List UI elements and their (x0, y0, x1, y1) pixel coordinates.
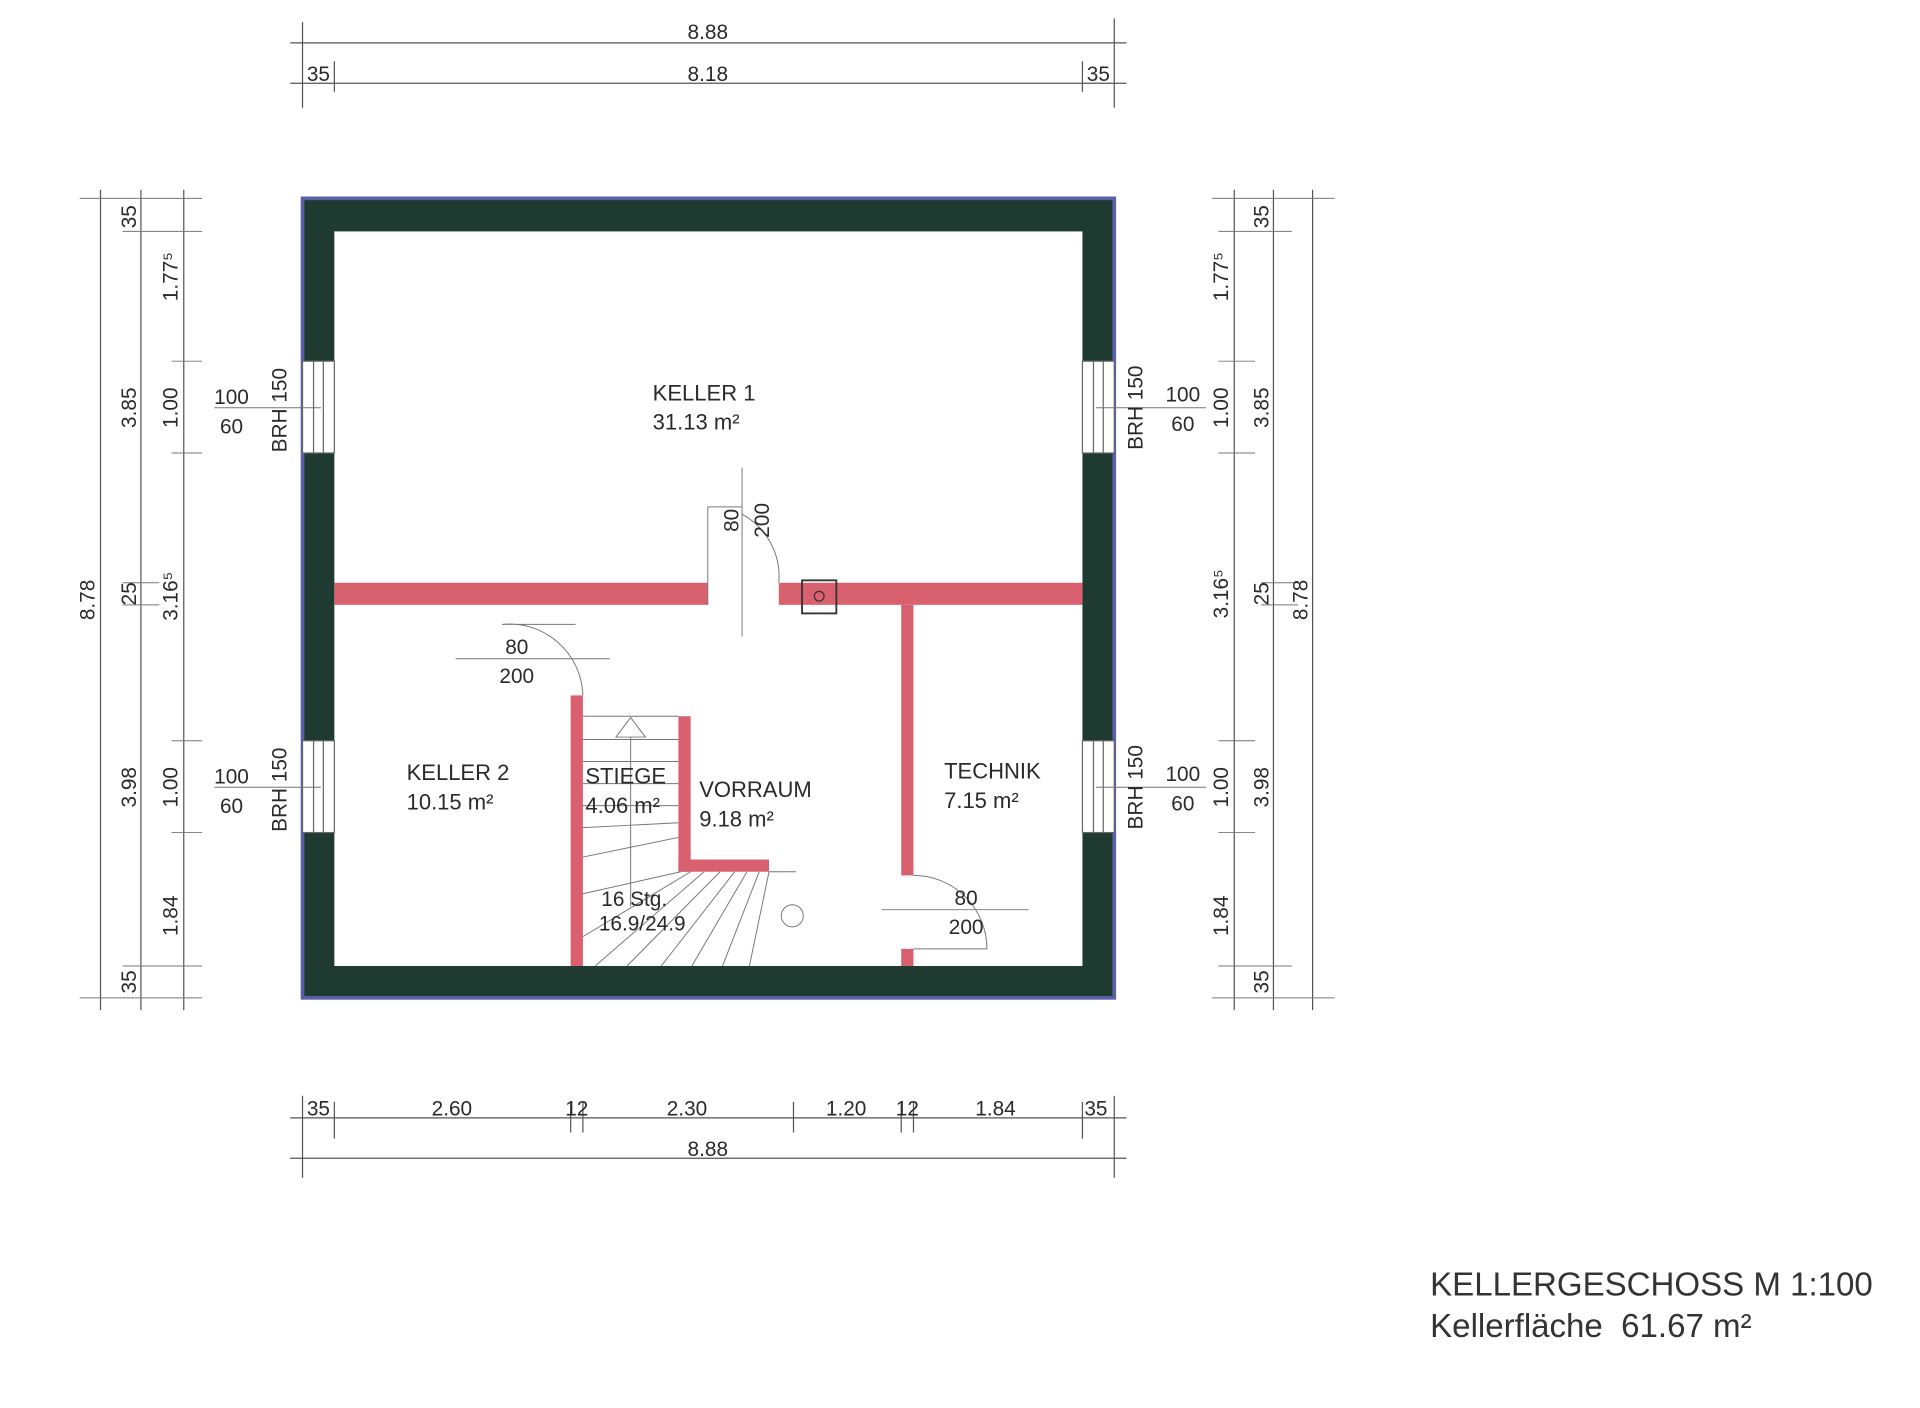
dim-side: 1.00 (1210, 387, 1233, 427)
dim-side: 35 (1251, 970, 1274, 993)
dim-bottom: 35 (1084, 1097, 1107, 1120)
doors (455, 467, 1029, 950)
dim-side: 25 (1251, 582, 1274, 605)
windows (301, 360, 1115, 834)
dim-bottom: 1.20 (826, 1097, 866, 1120)
dim-bottom: 35 (307, 1097, 330, 1120)
dim-side: 1.77⁵ (160, 252, 183, 301)
window-width: 100 (1165, 384, 1200, 407)
dim-top: 8.18 (688, 63, 728, 86)
dim-bottom: 2.30 (667, 1097, 707, 1120)
room-area: 31.13 m² (653, 410, 740, 435)
window-sill: BRH 150 (269, 368, 292, 452)
dim-bottom: 2.60 (432, 1097, 472, 1120)
dim-side: 1.84 (1210, 896, 1233, 936)
dim-side: 3.98 (1251, 767, 1274, 807)
door-width: 80 (505, 636, 528, 659)
dim-side: 1.00 (160, 767, 183, 807)
dim-bottom: 1.84 (975, 1097, 1015, 1120)
room-area: 9.18 m² (699, 806, 774, 831)
dim-bottom: 12 (896, 1097, 919, 1120)
window-sill: BRH 150 (1124, 366, 1147, 450)
dim-side: 3.85 (118, 387, 141, 427)
room-area: 10.15 m² (407, 789, 494, 814)
room-name: STIEGE (585, 764, 666, 789)
dim-side: 1.84 (160, 896, 183, 936)
dim-top: 35 (307, 63, 330, 86)
dim-side-total: 8.78 (1290, 580, 1313, 620)
dim-bottom: 12 (565, 1097, 588, 1120)
drawing-title: KELLERGESCHOSS M 1:100 (1430, 1266, 1873, 1303)
chimney (801, 579, 838, 615)
door-height: 200 (949, 916, 984, 939)
dim-side: 3.98 (118, 767, 141, 807)
right-dimensions: 1.77⁵ 1.00 3.16⁵ 1.00 1.84 35 3.85 25 3.… (1210, 189, 1335, 1011)
window-width: 100 (214, 766, 249, 789)
stairs-steps: 16 Stg. (601, 888, 667, 911)
door-height: 200 (751, 503, 774, 538)
window-width: 100 (214, 386, 249, 409)
door-height: 200 (499, 665, 534, 688)
dim-side-total: 8.78 (76, 580, 99, 620)
chimney-flue-icon (813, 590, 825, 602)
room-name: TECHNIK (944, 759, 1041, 784)
dim-side: 3.85 (1251, 387, 1274, 427)
window-labels: 100 60 BRH 150 100 60 BRH 150 100 60 BRH… (214, 366, 1207, 832)
dim-bottom-total: 8.88 (688, 1138, 728, 1161)
window-height: 60 (220, 415, 243, 438)
left-dimensions: 8.78 35 3.85 25 3.98 35 1.77⁵ 1.00 3.16⁵… (76, 189, 203, 1011)
room-area: 7.15 m² (944, 788, 1019, 813)
window-height: 60 (1171, 793, 1194, 816)
room-name: KELLER 2 (407, 760, 510, 785)
dim-side: 35 (118, 205, 141, 228)
window-sill: BRH 150 (269, 748, 292, 832)
dim-side: 3.16⁵ (160, 572, 183, 621)
window-width: 100 (1165, 763, 1200, 786)
window-sill: BRH 150 (1124, 745, 1147, 829)
staircase (582, 715, 804, 967)
dim-top: 35 (1087, 63, 1110, 86)
stairs-ratio: 16.9/24.9 (599, 913, 686, 936)
floor-area: Kellerfläche 61.67 m² (1430, 1308, 1751, 1345)
door-width: 80 (955, 887, 978, 910)
dim-side: 1.00 (160, 387, 183, 427)
window-height: 60 (220, 795, 243, 818)
door-width: 80 (720, 509, 743, 532)
dim-side: 1.00 (1210, 767, 1233, 807)
interior-walls (334, 582, 1083, 967)
top-dimensions: 8.88 35 8.18 35 (290, 18, 1127, 108)
dim-side: 35 (1251, 205, 1274, 228)
bottom-dimensions: 35 2.60 12 2.30 1.20 12 1.84 35 8.88 (290, 1095, 1127, 1178)
dim-side: 35 (118, 970, 141, 993)
room-name: VORRAUM (699, 777, 812, 802)
dim-top-total: 8.88 (688, 21, 728, 44)
dim-side: 3.16⁵ (1210, 569, 1233, 618)
window-height: 60 (1171, 413, 1194, 436)
room-name: KELLER 1 (653, 380, 756, 405)
room-area: 4.06 m² (585, 793, 660, 818)
dim-side: 1.77⁵ (1210, 252, 1233, 301)
dim-side: 25 (118, 582, 141, 605)
